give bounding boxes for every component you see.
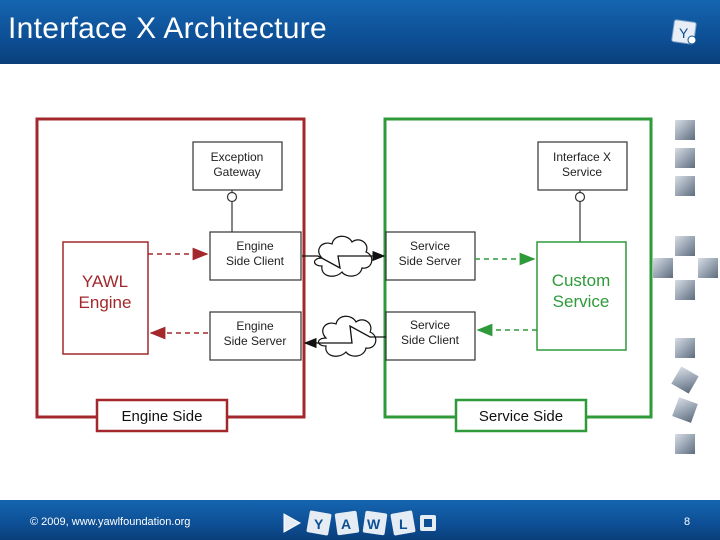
network-cloud-bottom-icon	[317, 315, 377, 357]
service-interface-socket-icon	[574, 191, 586, 203]
deco-square	[675, 280, 695, 300]
service-side-client-box: Service Side Client	[385, 311, 476, 361]
slide-title: Interface X Architecture	[8, 12, 328, 45]
interface-x-service-box: Interface X Service	[537, 141, 628, 191]
custom-service-line1: Custom	[552, 271, 611, 290]
engine-side-label: Engine Side	[122, 408, 203, 425]
yawl-engine-line2: Engine	[79, 293, 132, 312]
deco-square	[675, 148, 695, 168]
custom-service-line2: Service	[553, 292, 610, 311]
engine-side-label-box: Engine Side	[95, 398, 229, 433]
service-side-server-box: Service Side Server	[385, 231, 476, 281]
interface-x-service-line2: Service	[562, 165, 602, 179]
header-bar: Interface X Architecture Y	[0, 0, 720, 64]
service-side-client-line1: Service	[410, 318, 450, 332]
engine-side-server-line1: Engine	[236, 319, 274, 333]
service-side-client-line2: Side Client	[401, 333, 460, 347]
deco-square	[671, 366, 699, 394]
engine-side-server-line2: Side Server	[224, 334, 287, 348]
deco-square	[653, 258, 673, 278]
logo-letter-a: A	[341, 516, 351, 532]
exception-gateway-box: Exception Gateway	[192, 141, 283, 191]
service-side-server-line1: Service	[410, 239, 450, 253]
yawl-engine-box: YAWL Engine	[62, 241, 149, 355]
yawl-footer-logo: Y A W L	[283, 510, 436, 536]
yawl-logo-small-icon: Y	[671, 19, 697, 45]
deco-square	[675, 120, 695, 140]
interface-x-service-line1: Interface X	[553, 150, 611, 164]
deco-square	[675, 176, 695, 196]
exception-gateway-line1: Exception	[211, 150, 264, 164]
logo-small-letter: Y	[679, 25, 689, 41]
yawl-engine-line1: YAWL	[82, 272, 128, 291]
service-side-label: Service Side	[479, 408, 563, 425]
engine-side-server-box: Engine Side Server	[209, 311, 302, 361]
engine-side-client-box: Engine Side Client	[209, 231, 302, 281]
gateway-interface-socket-icon	[226, 191, 238, 203]
service-side-label-box: Service Side	[454, 398, 588, 433]
page-number: 8	[684, 516, 691, 528]
service-to-engine-network-arrow	[303, 324, 386, 349]
engine-side-client-line1: Engine	[236, 239, 274, 253]
deco-square	[675, 434, 695, 454]
engine-to-service-network-arrow	[302, 250, 386, 270]
logo-letter-y: Y	[314, 516, 324, 532]
play-icon	[283, 513, 302, 533]
deco-square	[675, 236, 695, 256]
decorative-squares	[653, 120, 718, 454]
service-side-server-line2: Side Server	[399, 254, 462, 268]
logo-letter-w: W	[367, 516, 381, 532]
exception-gateway-line2: Gateway	[213, 165, 260, 179]
copyright-text: © 2009, www.yawlfoundation.org	[30, 516, 191, 528]
engine-side-client-line2: Side Client	[226, 254, 285, 268]
deco-square	[675, 338, 695, 358]
logo-letter-l: L	[399, 516, 408, 532]
deco-square	[672, 397, 698, 423]
footer-bar: © 2009, www.yawlfoundation.org 8	[0, 500, 720, 540]
deco-square	[698, 258, 718, 278]
custom-service-box: Custom Service	[536, 241, 627, 351]
